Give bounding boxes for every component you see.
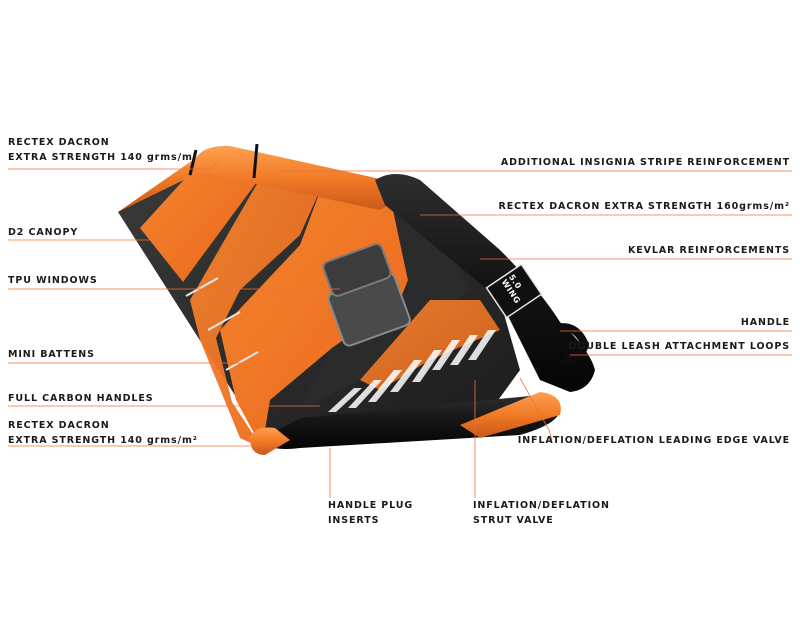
label-insignia-stripe: ADDITIONAL INSIGNIA STRIPE REINFORCEMENT xyxy=(500,157,790,168)
label-le-valve: INFLATION/DEFLATION LEADING EDGE VALVE xyxy=(517,435,790,446)
label-tpu-windows: TPU WINDOWS xyxy=(8,275,98,286)
label-strut-valve: INFLATION/DEFLATION STRUT VALVE xyxy=(473,500,610,526)
canopy-orange-panel-left xyxy=(140,162,262,282)
label-rectex-bottom: RECTEX DACRON EXTRA STRENGTH 140 grms/m² xyxy=(8,420,198,446)
bottom-tip-orange xyxy=(250,427,290,455)
label-kevlar: KEVLAR REINFORCEMENTS xyxy=(628,245,790,256)
leader-lines xyxy=(8,161,792,498)
tpu-windows xyxy=(322,243,411,347)
handle-right xyxy=(548,323,590,363)
canopy-orange-panel-tip xyxy=(360,300,500,390)
bottom-right-tip-orange xyxy=(460,392,561,438)
label-mini-battens: MINI BATTENS xyxy=(8,349,95,360)
label-rectex-top: RECTEX DACRON EXTRA STRENGTH 140 grms/m² xyxy=(8,137,198,163)
label-d2-canopy: D2 CANOPY xyxy=(8,227,79,238)
leading-edge-black xyxy=(375,174,595,392)
insignia-stripes xyxy=(328,330,496,412)
canopy-orange-panel-right xyxy=(300,196,470,410)
label-full-carbon-handles: FULL CARBON HANDLES xyxy=(8,393,154,404)
label-rectex-160: RECTEX DACRON EXTRA STRENGTH 160grms/m² xyxy=(498,201,790,212)
leading-edge-orange xyxy=(118,145,391,212)
label-handle-plug: HANDLE PLUG INSERTS xyxy=(328,500,414,526)
canopy-orange-panel-center xyxy=(190,175,322,448)
label-leash-loops: DOUBLE LEASH ATTACHMENT LOOPS xyxy=(568,341,790,352)
mini-battens xyxy=(185,277,259,371)
label-handle: HANDLE xyxy=(740,317,790,328)
